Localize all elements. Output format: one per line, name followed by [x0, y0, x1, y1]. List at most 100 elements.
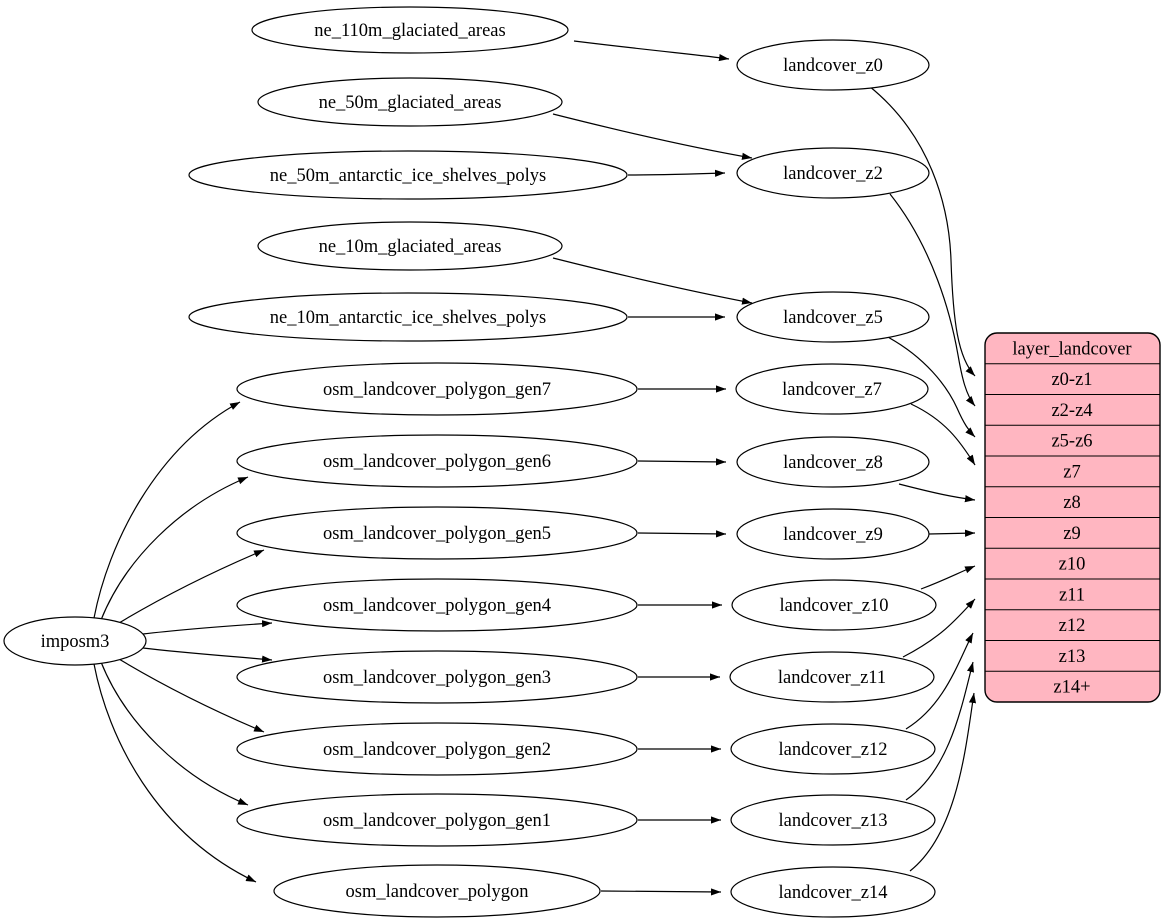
table-row-z8: z8 [1063, 493, 1080, 513]
edge-osm-polygon-to-landcover-z14 [600, 888, 722, 896]
node-gen5-shape [236, 506, 638, 560]
node-gen3-shape [236, 650, 638, 704]
table-row-z10: z10 [1059, 555, 1086, 575]
edge-z9-to-row-z9 [928, 529, 976, 537]
edge-imposm3-to-gen4 [142, 620, 273, 635]
node-osm-landcover-polygon-gen2: osm_landcover_polygon_gen2 [236, 722, 638, 776]
node-landcover-z0-shape [736, 39, 930, 91]
node-ne-110m-shape [251, 6, 569, 54]
table-layer-landcover: layer_landcover z0-z1 z2-z4 z5-z6 z7 z8 … [984, 332, 1161, 703]
node-gen1-label: osm_landcover_polygon_gen1 [323, 811, 551, 831]
node-ne-110m-label: ne_110m_glaciated_areas [314, 21, 505, 41]
edge-z10-to-row-z10 [920, 565, 976, 590]
edge-z13-to-row-z13 [905, 661, 975, 801]
node-landcover-z9: landcover_z9 [736, 508, 930, 560]
node-ne-50m-ice-shape [188, 150, 628, 200]
node-landcover-z8: landcover_z8 [736, 436, 930, 488]
node-osm-landcover-polygon-gen5: osm_landcover_polygon_gen5 [236, 506, 638, 560]
node-landcover-z12: landcover_z12 [730, 723, 936, 775]
node-landcover-z5: landcover_z5 [736, 291, 930, 343]
node-landcover-z7: landcover_z7 [735, 363, 929, 415]
node-gen7-shape [236, 362, 638, 416]
node-landcover-z9-shape [736, 508, 930, 560]
edge-ne110m-to-landcover-z0 [573, 40, 730, 62]
node-landcover-z11-shape [729, 651, 935, 703]
edge-gen6-to-landcover-z8 [637, 458, 727, 466]
node-landcover-z8-shape [736, 436, 930, 488]
node-gen4-shape [236, 578, 638, 632]
node-osm-landcover-polygon-gen1: osm_landcover_polygon_gen1 [236, 793, 638, 847]
edge-z12-to-row-z12 [905, 632, 974, 730]
node-ne-10m-ice-shape [188, 292, 628, 342]
node-gen6-shape [236, 434, 638, 488]
node-ne-10m-shape [257, 221, 563, 271]
node-ne-50m-glaciated-areas: ne_50m_glaciated_areas [257, 77, 563, 127]
node-landcover-z5-shape [736, 291, 930, 343]
edge-imposm3-to-gen6 [100, 476, 249, 621]
edge-ne10m-to-landcover-z5 [552, 257, 753, 305]
node-osm-landcover-polygon-gen7: osm_landcover_polygon_gen7 [236, 362, 638, 416]
edge-imposm3-to-gen5 [113, 549, 265, 627]
node-landcover-z0: landcover_z0 [736, 39, 930, 91]
node-landcover-z11-label: landcover_z11 [778, 668, 886, 688]
edge-ne50m-ice-to-landcover-z2 [627, 169, 726, 177]
node-osm-polygon-shape [273, 864, 601, 918]
edge-imposm3-to-osm-polygon [93, 663, 257, 883]
node-osm-landcover-polygon-gen3: osm_landcover_polygon_gen3 [236, 650, 638, 704]
node-gen6-label: osm_landcover_polygon_gen6 [323, 452, 551, 472]
table-row-z11: z11 [1059, 586, 1085, 606]
table-row-z7: z7 [1063, 463, 1080, 483]
node-gen7-label: osm_landcover_polygon_gen7 [323, 380, 551, 400]
node-ne-50m-label: ne_50m_glaciated_areas [319, 93, 502, 113]
node-ne-10m-antarctic-ice-shelves-polys: ne_10m_antarctic_ice_shelves_polys [188, 292, 628, 342]
node-landcover-z8-label: landcover_z8 [783, 453, 883, 473]
node-landcover-z7-shape [735, 363, 929, 415]
node-gen3-label: osm_landcover_polygon_gen3 [323, 668, 551, 688]
node-ne-50m-ice-label: ne_50m_antarctic_ice_shelves_polys [270, 166, 546, 186]
node-landcover-z10-shape [731, 579, 937, 631]
node-gen2-shape [236, 722, 638, 776]
node-landcover-z5-label: landcover_z5 [783, 308, 883, 328]
edge-z0-to-row-z0-z1 [868, 85, 976, 377]
node-imposm3-shape [3, 616, 147, 666]
edge-z7-to-row-z7 [910, 403, 976, 466]
node-landcover-z12-label: landcover_z12 [779, 740, 888, 760]
node-landcover-z9-label: landcover_z9 [783, 525, 883, 545]
node-gen2-label: osm_landcover_polygon_gen2 [323, 740, 551, 760]
edge-z8-to-row-z8 [898, 483, 976, 503]
nodes-layer: imposm3 ne_110m_glaciated_areas ne_50m_g… [3, 6, 937, 918]
table-row-z5-z6: z5-z6 [1051, 432, 1092, 452]
node-gen4-label: osm_landcover_polygon_gen4 [323, 596, 551, 616]
edges-layer [93, 40, 977, 896]
edge-imposm3-to-gen3 [142, 647, 273, 663]
node-ne-110m-glaciated-areas: ne_110m_glaciated_areas [251, 6, 569, 54]
table-row-z14plus: z14+ [1053, 678, 1090, 698]
node-imposm3: imposm3 [3, 616, 147, 666]
node-landcover-z11: landcover_z11 [729, 651, 935, 703]
node-landcover-z0-label: landcover_z0 [783, 56, 883, 76]
table-row-z12: z12 [1059, 616, 1086, 636]
node-landcover-z13: landcover_z13 [730, 794, 936, 846]
node-osm-polygon-label: osm_landcover_polygon [346, 882, 529, 902]
edge-imposm3-to-gen7 [93, 401, 241, 619]
table-title: layer_landcover [1012, 340, 1131, 360]
node-landcover-z13-label: landcover_z13 [779, 811, 888, 831]
node-ne-10m-glaciated-areas: ne_10m_glaciated_areas [257, 221, 563, 271]
node-landcover-z10-label: landcover_z10 [780, 596, 889, 616]
node-landcover-z2-label: landcover_z2 [783, 164, 883, 184]
table-row-z0-z1: z0-z1 [1051, 370, 1092, 390]
node-landcover-z14: landcover_z14 [730, 866, 936, 918]
edge-imposm3-to-gen1 [100, 661, 249, 806]
node-gen1-shape [236, 793, 638, 847]
edge-gen5-to-landcover-z9 [637, 530, 727, 538]
node-ne-10m-ice-label: ne_10m_antarctic_ice_shelves_polys [270, 308, 546, 328]
node-landcover-z13-shape [730, 794, 936, 846]
node-landcover-z10: landcover_z10 [731, 579, 937, 631]
node-ne-50m-shape [257, 77, 563, 127]
node-imposm3-label: imposm3 [41, 632, 110, 652]
table-row-z9: z9 [1063, 524, 1080, 544]
node-landcover-z14-label: landcover_z14 [779, 883, 888, 903]
node-landcover-z14-shape [730, 866, 936, 918]
